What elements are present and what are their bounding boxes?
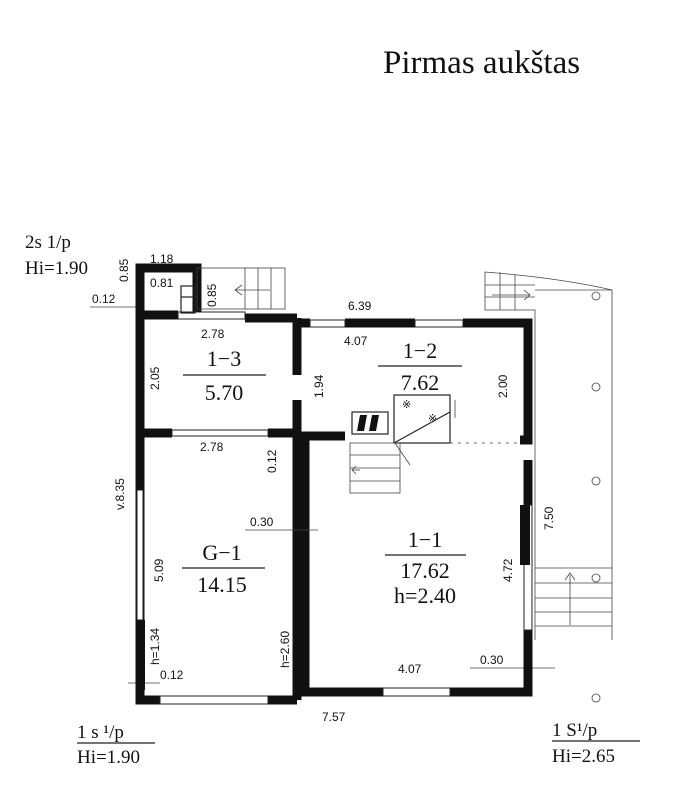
level-label-bottom-left-line1: 1 s ¹/p: [77, 722, 124, 743]
room-1-1-height: h=2.40: [394, 583, 456, 608]
wall-segment: [520, 505, 530, 565]
level-label-bottom-left-line2: Hi=1.90: [77, 747, 140, 768]
room-g-1-area: 14.15: [197, 572, 247, 597]
steps-outline: [196, 267, 286, 310]
stair-diagonal: [393, 411, 451, 444]
room-1-1-area: 17.62: [400, 558, 450, 583]
staircase: ※ ※: [349, 394, 520, 494]
hatch-mark: ※: [428, 413, 437, 425]
room-1-2: 1−2 7.62: [378, 338, 462, 395]
dimension-label: h=1.34: [148, 628, 162, 665]
dimension-label: 6.39: [348, 299, 372, 313]
hatch-mark: ※: [402, 399, 411, 411]
window: [177, 311, 246, 320]
window: [414, 319, 464, 328]
post-marker: [591, 291, 601, 301]
dimension-label: 0.30: [480, 653, 504, 667]
room-1-1: 1−1 17.62 h=2.40: [385, 527, 466, 608]
post-marker: [591, 693, 601, 703]
dimension-labels: 1.18 0.81 0.85 0.85 0.12 2.78 2.05 6.39 …: [92, 252, 556, 724]
window: [382, 687, 451, 697]
stair-top-box: [393, 394, 451, 444]
wall-room11: [300, 440, 383, 697]
dimension-label: 4.07: [344, 334, 368, 348]
wall-outer-left: [135, 315, 160, 705]
post-marker: [591, 382, 601, 392]
room-g-1: G−1 14.15: [182, 540, 265, 597]
level-label-bottom-left: 1 s ¹/p Hi=1.90: [77, 722, 155, 768]
room-1-1-id: 1−1: [408, 527, 442, 552]
arrow-head: [351, 465, 357, 475]
room-1-2-id: 1−2: [403, 338, 437, 363]
window: [171, 429, 269, 437]
wall-segment: [136, 620, 145, 690]
dimension-label: 0.85: [205, 283, 219, 307]
arrow-head: [523, 289, 531, 301]
level-label-bottom-right-line1: 1 S¹/p: [552, 720, 597, 741]
window: [136, 489, 144, 621]
wall-room11: [450, 630, 533, 697]
windows: [136, 311, 533, 705]
dimension-label: 2.05: [148, 366, 162, 390]
dimension-label: 7.57: [322, 710, 346, 724]
dimension-label: 0.30: [250, 515, 274, 529]
closet-shelf: [180, 285, 196, 314]
room-1-3: 1−3 5.70: [183, 346, 266, 405]
dimension-label: 0.12: [265, 449, 279, 473]
dimension-label: 1.18: [150, 252, 174, 266]
level-label-top-left: 2s 1/p Hi=1.90: [25, 232, 88, 279]
room-1-3-id: 1−3: [207, 346, 241, 371]
wall-right: [463, 318, 533, 445]
dimension-label: 2.78: [201, 327, 225, 341]
dimension-label: 0.12: [92, 292, 116, 306]
chimney-flue: [357, 415, 367, 431]
stair-diagonal: [394, 442, 411, 466]
dimension-label: 2.00: [496, 374, 510, 398]
entrance-steps-top: [196, 267, 286, 310]
chimney-flue: [369, 415, 379, 431]
level-label-bottom-right-line2: Hi=2.65: [552, 746, 615, 767]
dimension-label: 4.72: [501, 558, 515, 582]
dimension-label: 1.94: [312, 374, 326, 398]
level-label-top-left-line2: Hi=1.90: [25, 258, 88, 279]
dimension-label: 2.78: [200, 440, 224, 454]
plan-title: Pirmas aukštas: [383, 45, 580, 81]
arrow-head: [234, 284, 243, 296]
arrow-head: [564, 572, 576, 581]
room-1-2-area: 7.62: [401, 370, 440, 395]
chimney: [351, 411, 389, 435]
room-g-1-id: G−1: [202, 540, 241, 565]
dimension-label: 4.07: [398, 662, 422, 676]
post-marker: [591, 476, 601, 486]
dimension-label: 7.50: [542, 506, 556, 530]
walls: [135, 263, 533, 705]
porch-outline: [484, 271, 613, 640]
porch-edge: [484, 272, 536, 640]
level-label-top-left-line1: 2s 1/p: [25, 232, 71, 253]
closet: [180, 285, 196, 314]
window: [159, 695, 269, 705]
post-marker: [591, 573, 601, 583]
window: [309, 319, 346, 328]
porch: [484, 271, 613, 703]
room-1-3-area: 5.70: [205, 380, 244, 405]
dimension-label: 0.12: [160, 668, 184, 682]
level-label-bottom-right: 1 S¹/p Hi=2.65: [552, 720, 640, 767]
dimension-label: 0.85: [117, 258, 131, 282]
dimension-label: 0.81: [150, 276, 174, 290]
dimension-label: h=2.60: [278, 631, 292, 668]
dimension-label: v.8.35: [113, 478, 127, 510]
dimension-label: 5.09: [152, 558, 166, 582]
